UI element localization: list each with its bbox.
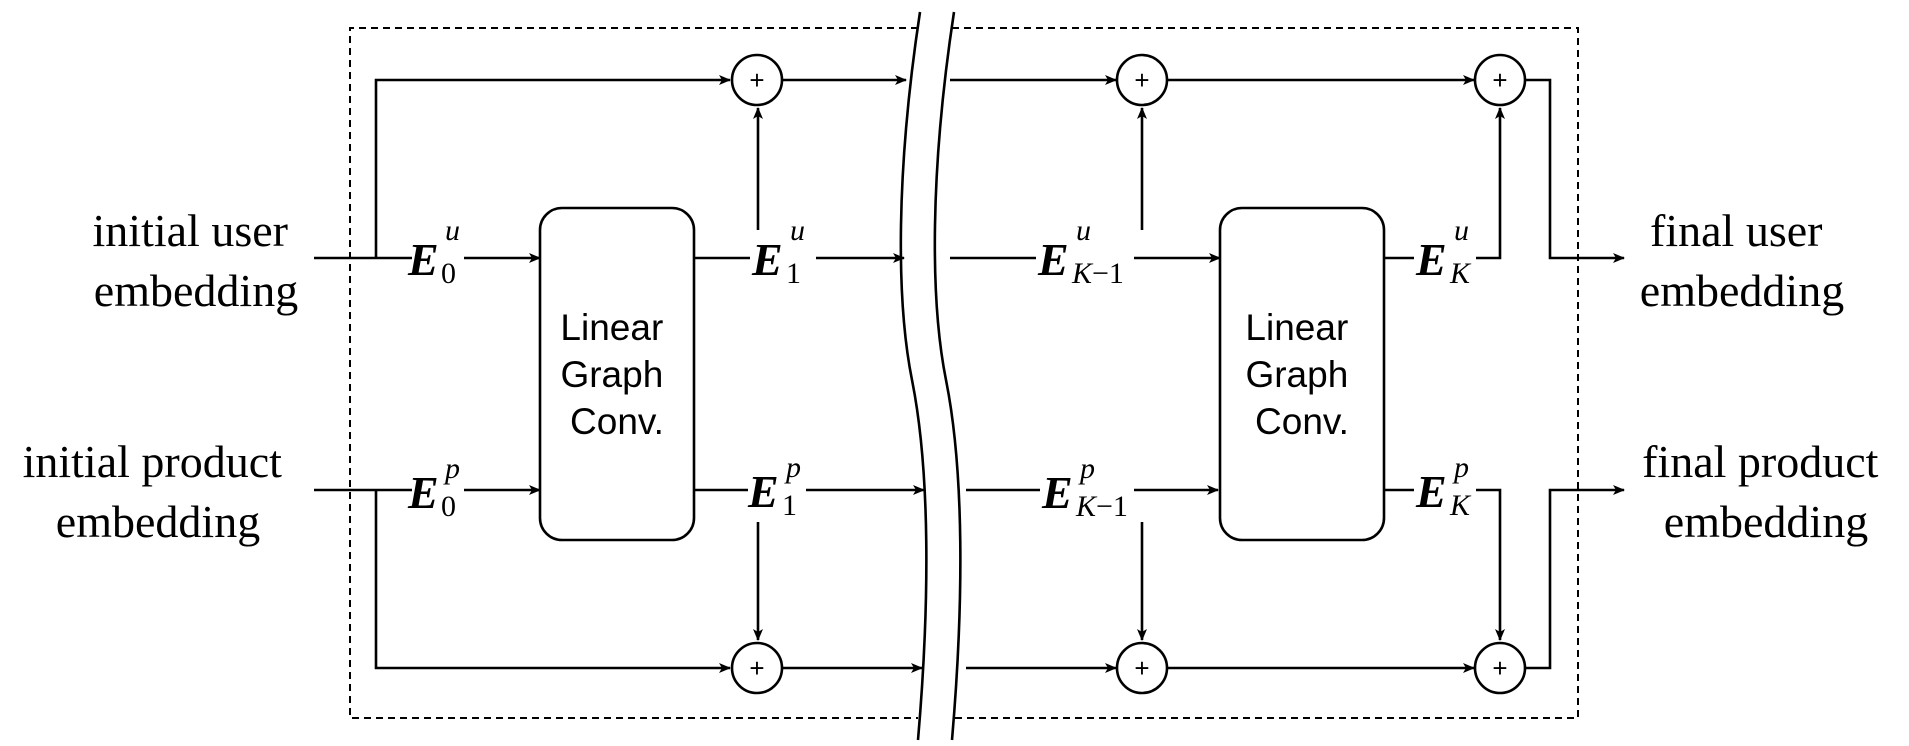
- symbol-ek-user: E u K: [1415, 214, 1472, 290]
- symbol-e0-user: E u 0: [407, 214, 460, 290]
- conv-1-label-line-1: Linear: [560, 307, 663, 348]
- symbol-e0-product: E p 0: [407, 452, 460, 523]
- conv-k-label-line-2: Graph: [1245, 354, 1348, 395]
- plus-node-top-right: +: [1473, 53, 1527, 107]
- break-line-right: [933, 11, 962, 741]
- svg-text:+: +: [749, 65, 764, 95]
- svg-text:+: +: [1134, 65, 1149, 95]
- conv-k-label-line-1: Linear: [1245, 307, 1348, 348]
- dashed-frame-left: [349, 27, 918, 719]
- svg-text:1: 1: [782, 489, 797, 522]
- svg-text:K−1: K−1: [1075, 490, 1128, 523]
- svg-text:0: 0: [441, 257, 456, 290]
- symbol-e1-product: E p 1: [747, 451, 801, 522]
- output-user-label: final user embedding: [1640, 205, 1844, 316]
- output-product-label: final product embedding: [1642, 436, 1890, 547]
- svg-text:p: p: [1452, 451, 1469, 484]
- svg-text:E: E: [747, 466, 779, 517]
- svg-text:K−1: K−1: [1071, 257, 1124, 290]
- conv-1-label-line-2: Graph: [560, 354, 663, 395]
- plus-node-top-mid: +: [1115, 53, 1169, 107]
- svg-text:p: p: [1078, 452, 1095, 485]
- break-line-left: [899, 11, 928, 741]
- svg-text:+: +: [749, 653, 764, 683]
- svg-text:K: K: [1449, 257, 1472, 290]
- svg-text:E: E: [1037, 234, 1069, 285]
- symbol-ek-minus-1-user: E u K−1: [1037, 214, 1124, 290]
- svg-text:E: E: [407, 467, 439, 518]
- dashed-frame-right: [952, 27, 1579, 719]
- plus-node-top-left: +: [730, 53, 784, 107]
- svg-text:u: u: [790, 214, 805, 247]
- symbol-ek-minus-1-product: E p K−1: [1041, 452, 1128, 523]
- symbol-ek-product: E p K: [1415, 451, 1472, 522]
- svg-text:+: +: [1134, 653, 1149, 683]
- wire-product-skip-bottom: [374, 490, 731, 673]
- svg-text:E: E: [751, 234, 783, 285]
- wire-ekp-down: [1476, 488, 1505, 641]
- input-user-label: initial user embedding: [93, 205, 300, 316]
- symbol-e1-user: E u 1: [751, 214, 805, 290]
- svg-text:K: K: [1449, 489, 1472, 522]
- svg-text:p: p: [443, 452, 460, 485]
- wire-final-product-out: [1526, 485, 1625, 670]
- plus-node-bottom-mid: +: [1115, 641, 1169, 695]
- plus-node-bottom-right: +: [1473, 641, 1527, 695]
- svg-text:+: +: [1492, 653, 1507, 683]
- plus-node-bottom-left: +: [730, 641, 784, 695]
- svg-text:E: E: [1415, 466, 1447, 517]
- svg-text:1: 1: [786, 257, 801, 290]
- svg-text:p: p: [784, 451, 801, 484]
- svg-text:Linear Graph Conv.: Linear Graph Conv.: [560, 307, 673, 442]
- svg-text:+: +: [1492, 65, 1507, 95]
- svg-text:u: u: [445, 214, 460, 247]
- wire-final-user-out: [1526, 78, 1625, 263]
- linear-graph-conv-box-1: [538, 206, 696, 542]
- svg-text:Linear Graph Conv.: Linear Graph Conv.: [1245, 307, 1358, 442]
- linear-graph-conv-box-k: [1218, 206, 1386, 542]
- wire-eku-up: [1476, 107, 1505, 260]
- svg-text:E: E: [1415, 234, 1447, 285]
- svg-text:0: 0: [441, 490, 456, 523]
- svg-text:E: E: [407, 234, 439, 285]
- svg-text:u: u: [1454, 214, 1469, 247]
- svg-text:u: u: [1076, 214, 1091, 247]
- wire-user-skip-top: [374, 75, 731, 258]
- conv-k-label-line-3: Conv.: [1255, 401, 1349, 442]
- input-product-label: initial product embedding: [23, 436, 294, 547]
- svg-text:E: E: [1041, 467, 1073, 518]
- conv-1-label-line-3: Conv.: [570, 401, 664, 442]
